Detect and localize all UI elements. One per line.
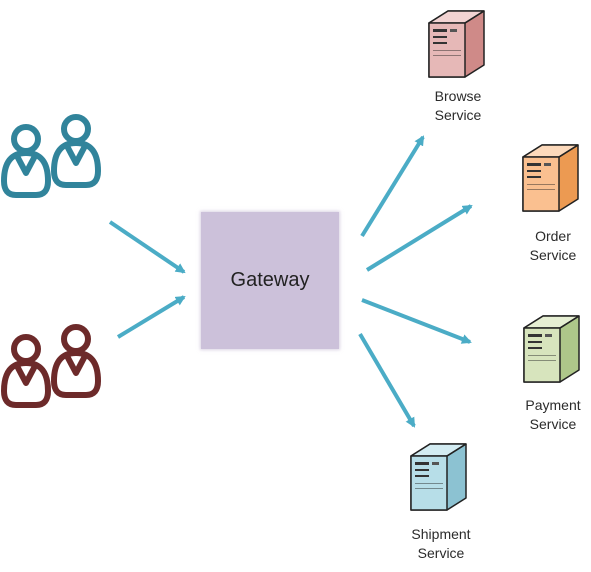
arrow-gateway-to-order bbox=[365, 204, 473, 272]
gateway-box: Gateway bbox=[201, 212, 339, 349]
gateway-label: Gateway bbox=[230, 269, 310, 291]
service-label-shipment: Shipment Service bbox=[411, 526, 471, 561]
service-label-payment: Payment Service bbox=[525, 397, 581, 432]
client-group-icon bbox=[1, 324, 101, 408]
arrow-client-to-gateway bbox=[108, 220, 186, 274]
server-icon bbox=[428, 10, 485, 78]
arrow-gateway-to-browse bbox=[360, 135, 425, 238]
arrow-gateway-to-payment bbox=[361, 298, 472, 344]
arrow-gateway-to-shipment bbox=[358, 332, 416, 428]
server-icon bbox=[523, 315, 580, 383]
client-group-icon bbox=[1, 114, 101, 198]
arrow-client-to-gateway bbox=[116, 295, 186, 339]
service-label-browse: Browse Service bbox=[434, 88, 482, 123]
server-icon bbox=[410, 443, 467, 511]
service-label-order: Order Service bbox=[529, 228, 577, 263]
server-icon bbox=[522, 144, 579, 212]
